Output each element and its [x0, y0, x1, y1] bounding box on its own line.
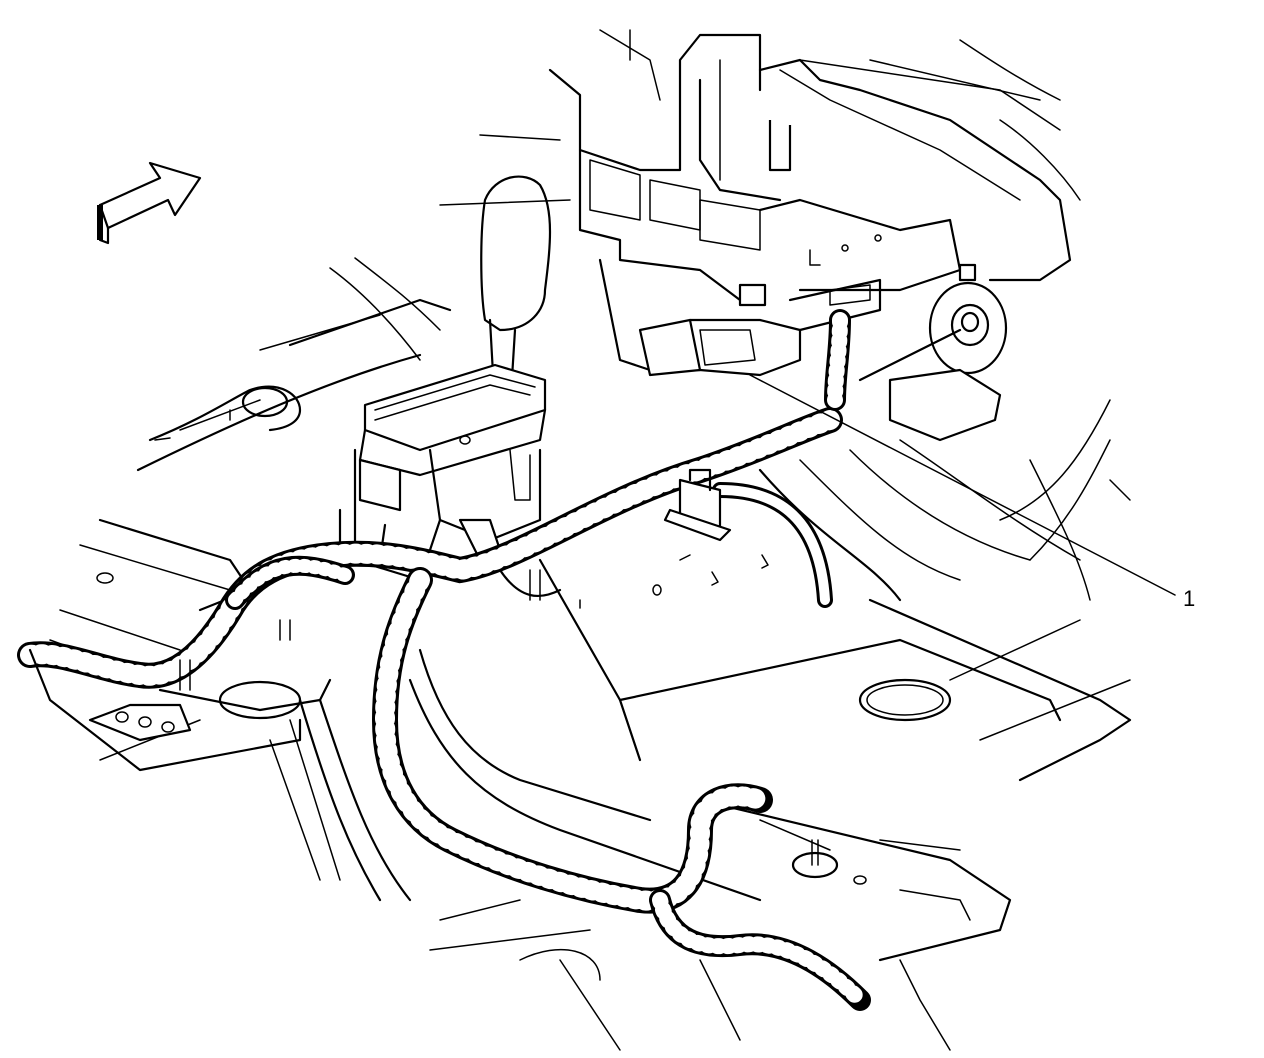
floor-drain-hole [858, 678, 952, 722]
shift-knob [480, 175, 552, 332]
shifter-assembly [338, 175, 552, 582]
panel-marks [579, 554, 769, 609]
module-connector [638, 318, 702, 377]
callout-1-leader [749, 374, 1176, 596]
floor-plug-hole [241, 386, 289, 418]
callout-1-label: 1 [1183, 586, 1195, 611]
harness-clip [663, 468, 732, 542]
callout-1: 1 [749, 374, 1195, 611]
instrument-panel-structure [439, 29, 1081, 377]
direction-arrow-icon [97, 161, 202, 245]
shift-bezel [363, 363, 547, 452]
grommet [858, 281, 1008, 442]
stud-bolt [791, 851, 839, 879]
